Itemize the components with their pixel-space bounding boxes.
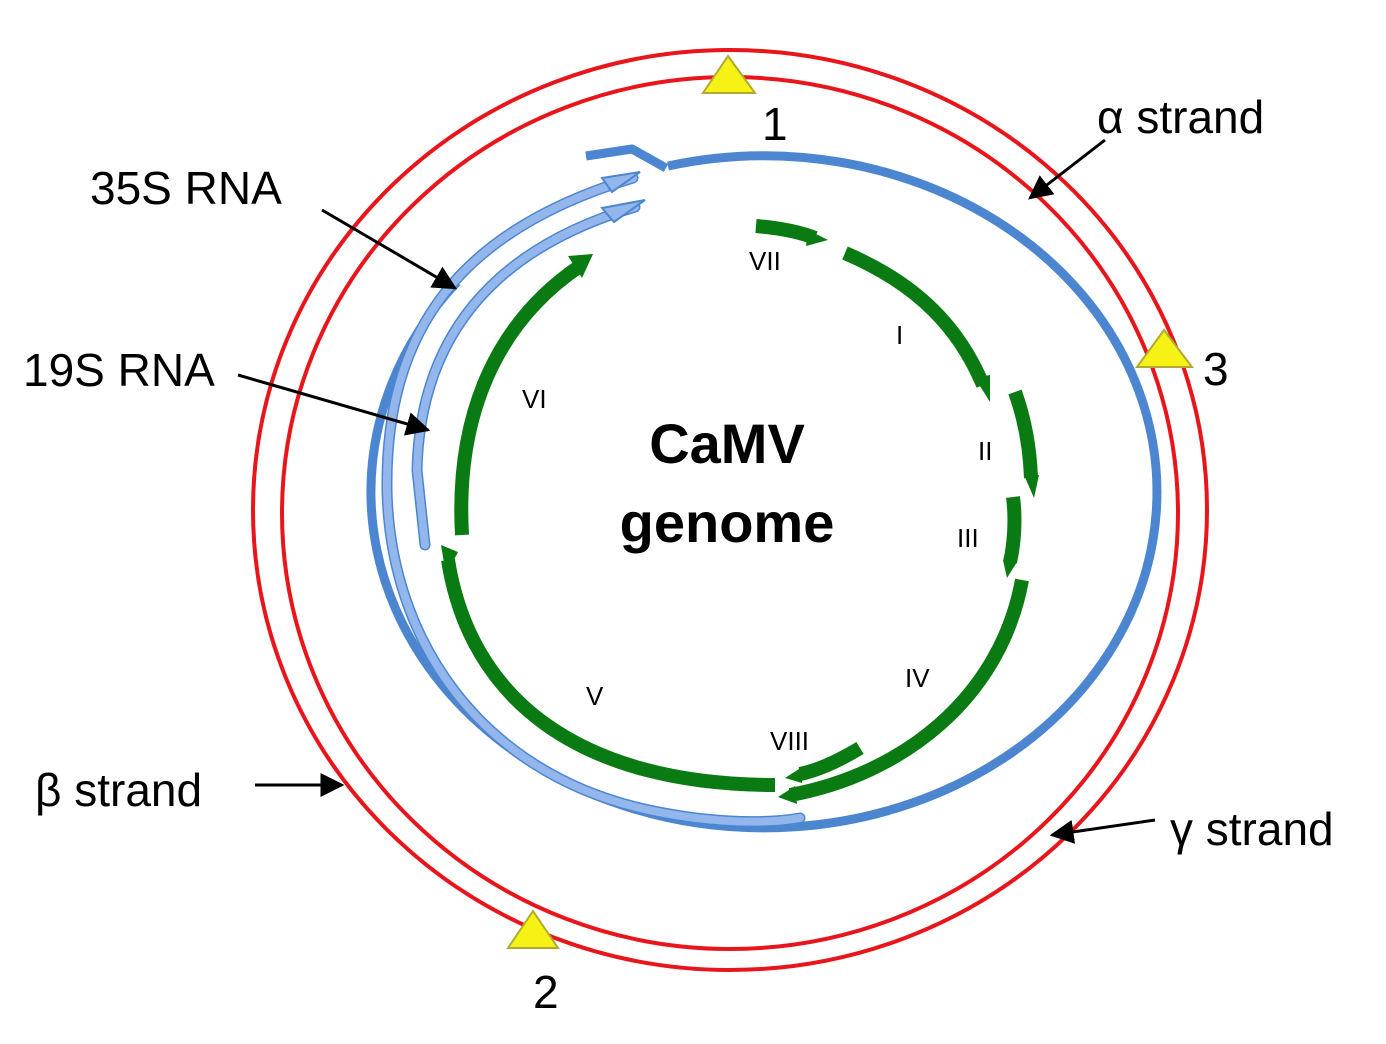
alpha-strand-pointer [1028, 138, 1106, 200]
orf-ii-head [1024, 475, 1039, 498]
rna-35s-label: 35S RNA [90, 162, 282, 214]
orf-iv-head [778, 786, 797, 804]
site-2-marker [506, 909, 560, 949]
orf-i-arc [842, 246, 990, 388]
site-1-label: 1 [762, 98, 788, 150]
site-3-marker [1135, 328, 1195, 368]
orf-v-arc [441, 558, 776, 792]
orf-vi-head [568, 254, 593, 278]
outer-dna-ring [251, 48, 1209, 972]
rna-35s-pointer [321, 208, 458, 290]
orf-viii-label: VIII [770, 726, 809, 756]
genome-ring-gap-tail [585, 144, 669, 172]
beta-strand-label: β strand [35, 764, 202, 816]
alpha-strand-label: α strand [1097, 91, 1264, 143]
orf-viii-head [785, 767, 802, 783]
orf-i-head [975, 375, 990, 402]
rna-19s-pointer [237, 373, 431, 436]
orf-iii-label: III [957, 523, 979, 553]
genome-title-line2: genome [620, 491, 835, 554]
orf-v-head [441, 545, 458, 575]
orf-vii-label: VII [749, 246, 781, 276]
rna-19s-arrowhead [600, 199, 646, 224]
site-3-label: 3 [1203, 343, 1229, 395]
rna-19s-label: 19S RNA [23, 344, 215, 396]
orf-vii-head [806, 230, 828, 246]
orf-v-label: V [586, 681, 604, 711]
site-1-marker [701, 54, 757, 94]
site-2-label: 2 [533, 966, 559, 1018]
orf-iii-arc [1003, 496, 1022, 564]
gamma-strand-pointer [1049, 818, 1156, 844]
orf-ii-label: II [978, 436, 992, 466]
orf-viii-arc [798, 741, 864, 781]
orf-i-label: I [896, 320, 903, 350]
orf-vi-arc [454, 260, 584, 536]
orf-iv-label: IV [905, 663, 930, 693]
orf-ii-arc [1008, 389, 1038, 479]
orf-iv-arc [788, 578, 1029, 802]
gamma-strand-label: γ strand [1170, 803, 1334, 855]
orf-vi-label: VI [522, 384, 547, 414]
orf-iii-head [1003, 560, 1017, 578]
genome-title-line1: CaMV [649, 412, 805, 475]
rna-35s-arrowhead [600, 171, 641, 194]
genome-ring [366, 151, 1162, 833]
orf-vii-arc [755, 219, 818, 245]
